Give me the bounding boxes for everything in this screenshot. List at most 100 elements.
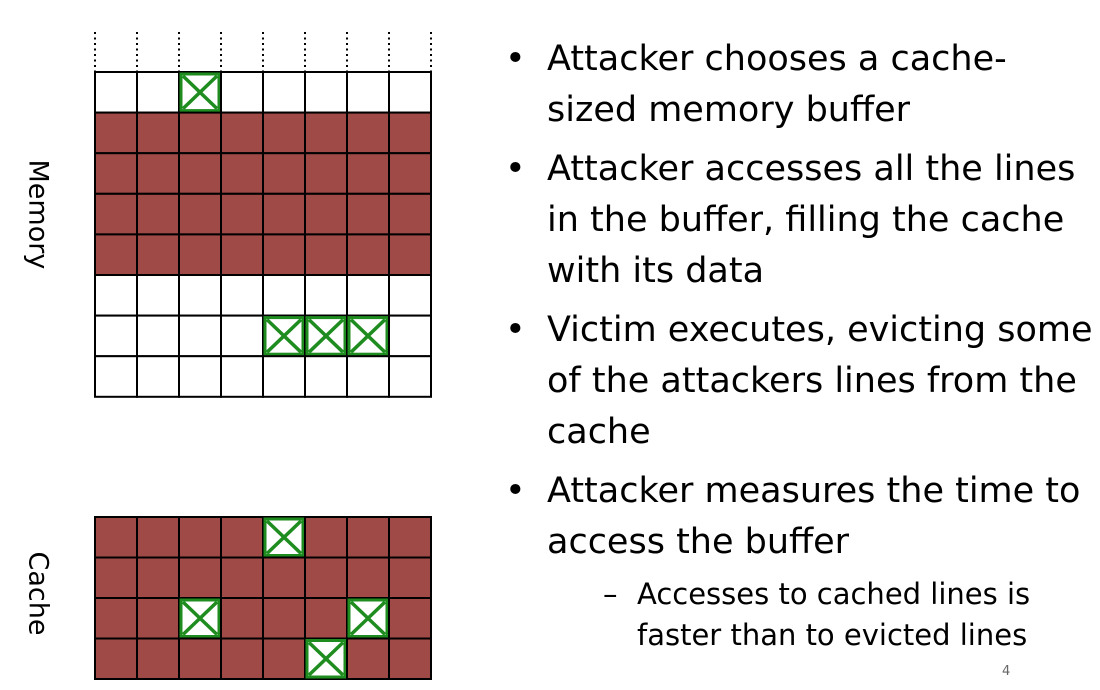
cache-mark-cross [181,600,219,636]
cache-filled-cell [220,597,264,640]
memory-filled-cell [220,233,264,276]
memory-filled-cell [220,192,264,236]
cache-filled-cell [304,516,348,559]
cache-mark-box [179,598,221,638]
bullet-marker: • [505,39,526,79]
memory-filled-cell [304,111,348,155]
memory-mark-box [179,72,221,113]
memory-empty-cell [220,314,264,358]
memory-filled-cell [220,111,264,155]
memory-empty-cell [346,71,390,114]
memory-empty-cell [220,274,264,317]
cache-filled-cell [178,516,222,559]
bullet-item: • Attacker chooses a cache-sized memory … [505,34,1095,136]
memory-empty-cell [178,274,222,317]
cache-filled-cell [388,597,432,640]
memory-filled-cell [178,152,222,195]
memory-empty-cell [304,355,348,398]
memory-continuation-dots [94,32,432,72]
memory-filled-cell [136,233,180,276]
cache-filled-cell [388,556,432,599]
memory-filled-cell [94,233,138,276]
cache-mark-box [347,598,389,638]
sub-bullet-item: – Accesses to cached lines is faster tha… [547,574,1095,656]
memory-filled-cell [94,152,138,195]
bullet-text: Victim executes, evicting some of the at… [547,310,1093,452]
cache-filled-cell [346,637,390,680]
bullet-text: Attacker measures the time to access the… [547,471,1081,562]
cache-filled-cell [94,516,138,559]
memory-empty-cell [304,274,348,317]
memory-filled-cell [388,192,432,236]
memory-filled-cell [304,192,348,236]
memory-mark-cross [349,318,387,354]
memory-filled-cell [262,233,306,276]
memory-filled-cell [178,111,222,155]
memory-empty-cell [346,355,390,398]
memory-empty-cell [94,314,138,358]
memory-empty-cell [388,355,432,398]
memory-mark-box [347,316,389,356]
memory-empty-cell [94,355,138,398]
bullet-list: • Attacker chooses a cache-sized memory … [505,34,1095,664]
memory-mark-cross [307,318,345,354]
cache-mark-cross [265,519,303,555]
cache-filled-cell [304,597,348,640]
memory-filled-cell [346,233,390,276]
cache-mark-box [305,639,347,679]
memory-filled-cell [94,192,138,236]
cache-filled-cell [388,637,432,680]
cache-filled-cell [262,556,306,599]
memory-filled-cell [388,233,432,276]
memory-filled-cell [262,152,306,195]
memory-empty-cell [178,314,222,358]
cache-filled-cell [262,597,306,640]
cache-filled-cell [94,597,138,640]
cache-filled-cell [94,556,138,599]
memory-filled-cell [136,192,180,236]
memory-filled-cell [388,152,432,195]
memory-empty-cell [388,71,432,114]
cache-filled-cell [136,597,180,640]
cache-mark-box [263,517,305,557]
memory-mark-cross [181,74,219,110]
cache-grid [94,516,432,680]
cache-filled-cell [388,516,432,559]
cache-filled-cell [136,516,180,559]
bullet-item: • Attacker accesses all the lines in the… [505,144,1095,297]
bullet-marker: • [505,149,526,189]
memory-empty-cell [136,355,180,398]
bullet-marker: • [505,471,526,511]
cache-mark-cross [307,641,345,677]
memory-grid [94,71,432,398]
memory-filled-cell [136,152,180,195]
memory-empty-cell [220,71,264,114]
memory-empty-cell [262,71,306,114]
cache-filled-cell [346,516,390,559]
memory-empty-cell [346,274,390,317]
memory-filled-cell [220,152,264,195]
cache-filled-cell [346,556,390,599]
bullet-item: • Victim executes, evicting some of the … [505,305,1095,458]
cache-label: Cache [22,551,54,636]
memory-empty-cell [262,355,306,398]
cache-filled-cell [304,556,348,599]
cache-mark-cross [349,600,387,636]
memory-filled-cell [178,192,222,236]
memory-empty-cell [178,355,222,398]
memory-empty-cell [136,314,180,358]
memory-empty-cell [94,71,138,114]
bullet-marker: • [505,310,526,350]
memory-filled-cell [304,233,348,276]
memory-filled-cell [346,152,390,195]
cache-filled-cell [136,556,180,599]
memory-empty-cell [94,274,138,317]
memory-empty-cell [304,71,348,114]
cache-filled-cell [178,556,222,599]
memory-empty-cell [220,355,264,398]
sub-bullet-marker: – [603,577,618,611]
memory-filled-cell [388,111,432,155]
memory-empty-cell [136,274,180,317]
bullet-text: Attacker accesses all the lines in the b… [547,149,1076,291]
